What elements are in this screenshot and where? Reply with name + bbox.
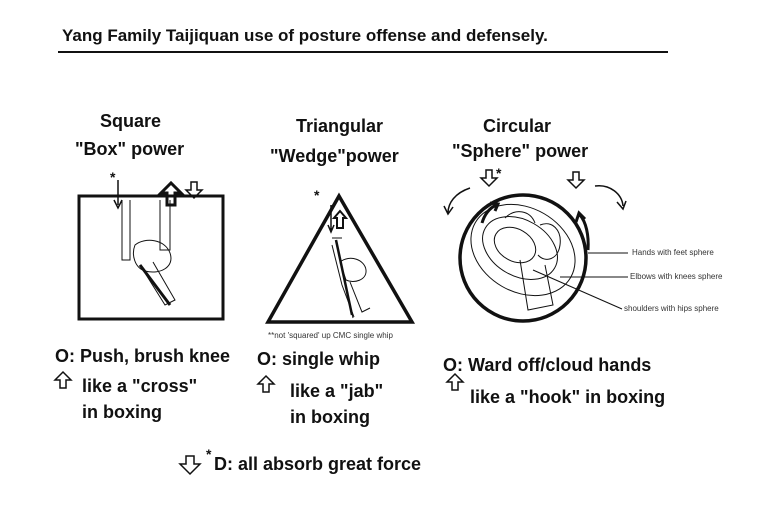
defense-asterisk: * <box>206 446 212 462</box>
up-arrow-icon <box>157 180 185 207</box>
triangular-offense: O: single whip <box>257 349 381 369</box>
square-box <box>77 194 225 321</box>
sphere-label: Hands with feet sphere <box>632 248 714 257</box>
square-line2: like a "cross" <box>82 376 198 396</box>
sphere-label: shoulders with hips sphere <box>624 304 719 313</box>
triangular-heading: Triangular <box>296 116 384 136</box>
svg-text:*: * <box>496 165 502 181</box>
triangular-subheading: "Wedge"power <box>270 146 399 166</box>
circular-line2: like a "hook" in boxing <box>470 387 666 407</box>
circular-heading: Circular <box>483 116 552 136</box>
triangle-figure <box>327 205 371 319</box>
square-line3: in boxing <box>82 402 162 422</box>
square-subheading: "Box" power <box>75 139 185 159</box>
triangular-line2: like a "jab" <box>290 381 384 401</box>
curved-arrow-icon <box>480 201 590 251</box>
down-arrow-icon <box>178 455 202 476</box>
svg-text:*: * <box>314 187 320 203</box>
curved-arrow-icon <box>443 185 627 216</box>
inner-spheres <box>470 203 628 311</box>
down-arrow-icon <box>184 181 204 200</box>
triangle-note: **not 'squared' up CMC single whip <box>268 331 393 340</box>
square-offense: O: Push, brush knee <box>55 346 231 366</box>
outer-sphere <box>458 193 588 323</box>
sphere-label: Elbows with knees sphere <box>630 272 723 281</box>
triangle-shape <box>265 192 416 324</box>
defense-text: D: all absorb great force <box>214 454 422 474</box>
triangular-line3: in boxing <box>290 407 370 427</box>
down-arrow-icon <box>479 169 586 190</box>
page-title: Yang Family Taijiquan use of posture off… <box>62 26 548 45</box>
square-figure <box>121 200 176 306</box>
svg-text:*: * <box>110 169 116 185</box>
up-arrow-icon <box>256 374 276 393</box>
circular-offense: O: Ward off/cloud hands <box>443 355 652 375</box>
square-heading: Square <box>100 111 162 131</box>
down-arrow-icon <box>113 180 123 210</box>
circular-subheading: "Sphere" power <box>452 141 589 161</box>
up-arrow-icon <box>445 372 465 391</box>
up-arrow-icon <box>53 370 73 389</box>
